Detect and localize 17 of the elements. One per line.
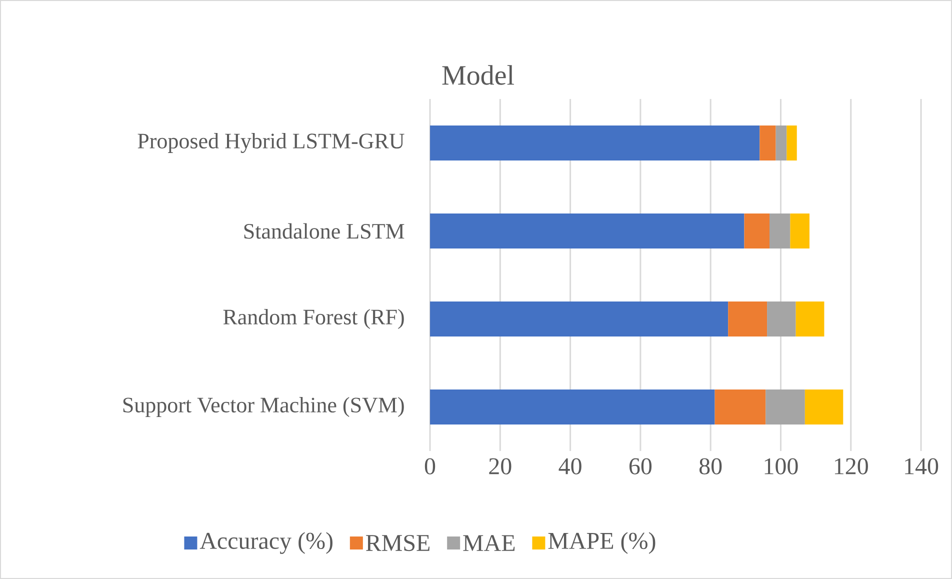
tick-label: 40 [558, 458, 582, 474]
legend-label: MAPE (%) [548, 532, 656, 554]
tick-label: 100 [764, 458, 798, 474]
legend-label: Accuracy (%) [200, 532, 332, 554]
legend-label: RMSE [366, 534, 430, 552]
tick-label: 20 [489, 458, 512, 474]
tick-label: 60 [629, 458, 652, 474]
tick-label: 120 [834, 458, 868, 474]
category-label: Support Vector Machine (SVM) [123, 397, 404, 417]
tick-label: 80 [700, 458, 722, 474]
legend-label: MAE [463, 535, 515, 551]
chart-title: Model [442, 65, 514, 85]
category-label: Proposed Hybrid LSTM-GRU [138, 133, 404, 153]
category-label: Random Forest (RF) [223, 309, 404, 329]
tick-label: 0 [424, 458, 436, 474]
tick-label: 140 [905, 458, 938, 474]
category-label: Standalone LSTM [244, 223, 404, 239]
